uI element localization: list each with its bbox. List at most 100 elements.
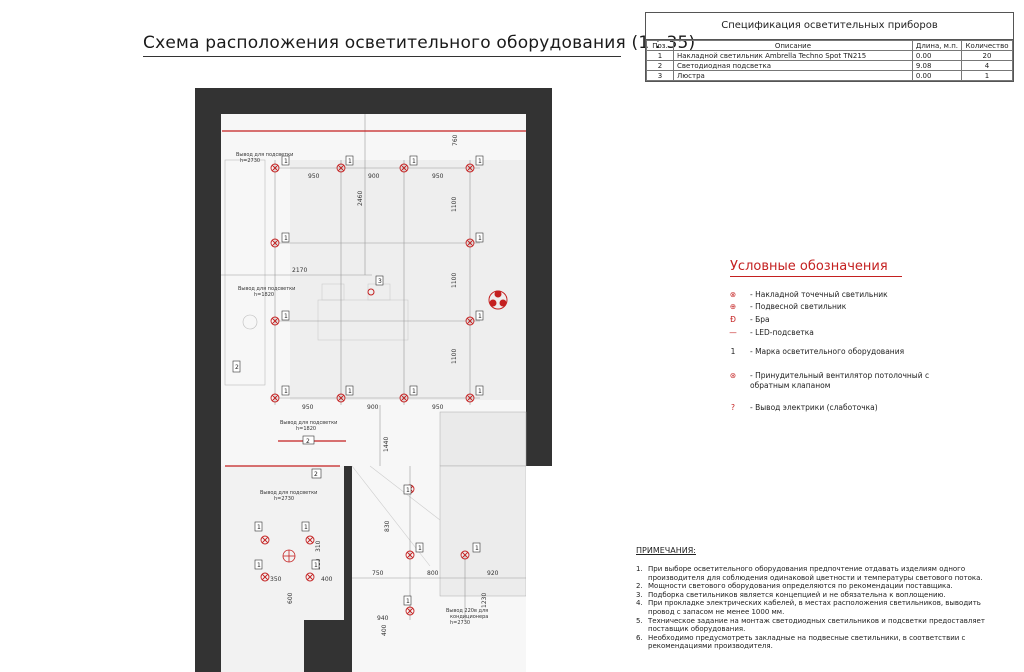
mark-label: 2 bbox=[306, 438, 310, 445]
dim-label: 760 bbox=[452, 134, 459, 146]
outlet-label: h=1820 bbox=[296, 426, 316, 432]
bath-wall bbox=[344, 466, 352, 626]
mark-label: 1 bbox=[412, 388, 416, 395]
legend-text: - Принудительный вентилятор потолочный с… bbox=[750, 371, 930, 390]
mark-label: 1 bbox=[412, 158, 416, 165]
spec-title: Спецификация осветительных приборов bbox=[646, 13, 1013, 40]
dim-label: 2460 bbox=[357, 191, 364, 206]
note-item: 4.При прокладке электрических кабелей, в… bbox=[636, 599, 981, 616]
mark-label: 2 bbox=[235, 364, 239, 371]
note-item: 6.Необходимо предусмотреть закладные на … bbox=[636, 633, 966, 651]
dim-label: 830 bbox=[384, 520, 391, 532]
dim-label: 1100 bbox=[451, 197, 458, 212]
spot-light-icon bbox=[336, 393, 346, 403]
mark-label: 2 bbox=[314, 471, 318, 478]
mark-label: 3 bbox=[378, 278, 382, 285]
dim-label: 950 bbox=[432, 404, 444, 411]
dim-label: 950 bbox=[308, 173, 320, 180]
mark-label: 1 bbox=[257, 524, 261, 531]
note-item: 5.Техническое задание на монтаж светодио… bbox=[636, 616, 985, 634]
fan-icon bbox=[282, 549, 296, 563]
dim-label: 950 bbox=[302, 404, 314, 411]
spec-cell: 1 bbox=[961, 70, 1013, 81]
spot-light-icon bbox=[405, 550, 415, 560]
legend-text: - Подвесной светильник bbox=[750, 302, 847, 311]
spec-row: 3 Люстра 0.00 1 bbox=[646, 70, 1013, 81]
bath-corner-wall bbox=[304, 620, 352, 672]
right-gap bbox=[526, 466, 552, 672]
spot-light-icon bbox=[270, 316, 280, 326]
outlet-label: h=2730 bbox=[450, 620, 470, 626]
outlet-label: Вывод для подсветки bbox=[280, 420, 337, 426]
outlet-label: Вывод для подсветки bbox=[236, 152, 293, 158]
spot-light-icon bbox=[460, 550, 470, 560]
spot-light-icon bbox=[465, 163, 475, 173]
fan-icon: ⊛ bbox=[729, 371, 737, 380]
outlet-label: Вывод 220в для bbox=[446, 608, 488, 614]
spot-light-icon bbox=[270, 393, 280, 403]
legend-text: - Бра bbox=[750, 315, 770, 324]
note-item: 3.Подборка светильников является концепц… bbox=[636, 590, 946, 599]
hall-tile bbox=[439, 411, 527, 467]
dim-label: 1100 bbox=[451, 273, 458, 288]
sconce-icon: Ð bbox=[730, 315, 736, 324]
dim-label: 800 bbox=[427, 570, 439, 577]
dim-label: 400 bbox=[321, 576, 333, 583]
mark-label: 1 bbox=[478, 235, 482, 242]
mark-icon: 1 bbox=[730, 347, 736, 356]
dim-label: 750 bbox=[372, 570, 384, 577]
note-item: 2.Мощности светового оборудования опреде… bbox=[636, 582, 953, 591]
spot-light-icon bbox=[305, 572, 315, 582]
mark-label: 1 bbox=[284, 388, 288, 395]
mark-label: 1 bbox=[478, 158, 482, 165]
legend-text: - Вывод электрики (слаботочка) bbox=[750, 403, 878, 412]
led-strip-icon: — bbox=[729, 328, 737, 337]
spot-light-icon bbox=[399, 163, 409, 173]
outlet-label: Вывод для подсветки bbox=[238, 286, 295, 292]
dim-label: 400 bbox=[381, 624, 388, 636]
dim-label: 940 bbox=[377, 615, 389, 622]
mark-label: 1 bbox=[418, 545, 422, 552]
mark-label: 1 bbox=[406, 598, 410, 605]
title-underline bbox=[143, 56, 621, 57]
spot-light-icon bbox=[270, 238, 280, 248]
mark-label: 1 bbox=[284, 235, 288, 242]
table-outline bbox=[317, 299, 409, 341]
chair-outline bbox=[321, 283, 345, 301]
dim-label: 1100 bbox=[451, 349, 458, 364]
mark-label: 1 bbox=[284, 313, 288, 320]
dim-label: 2170 bbox=[292, 267, 307, 274]
sink-outline bbox=[242, 314, 258, 330]
mark-label: 1 bbox=[478, 388, 482, 395]
spot-light-icon bbox=[405, 606, 415, 616]
outlet-label: Вывод для подсветки bbox=[260, 490, 317, 496]
spec-cell: 3 bbox=[646, 70, 674, 81]
kitchen-counter bbox=[224, 159, 266, 386]
wardrobe bbox=[439, 465, 527, 597]
outlet-label: h=2730 bbox=[274, 496, 294, 502]
spot-light-icon bbox=[465, 393, 475, 403]
spot-light-icon bbox=[336, 163, 346, 173]
dim-label: 310 bbox=[315, 540, 322, 552]
legend-text: - LED-подсветка bbox=[750, 328, 814, 337]
spot-light-icon bbox=[399, 393, 409, 403]
mark-label: 1 bbox=[314, 562, 318, 569]
legend-text: - Накладной точечный светильник bbox=[750, 290, 888, 299]
dim-label: 1230 bbox=[481, 593, 488, 608]
dim-label: 900 bbox=[367, 404, 379, 411]
legend-text: - Марка осветительного оборудования bbox=[750, 347, 905, 356]
spot-light-icon bbox=[465, 238, 475, 248]
pendant-light-icon: ⊕ bbox=[729, 302, 737, 311]
outlet-label: h=1820 bbox=[254, 292, 274, 298]
chandelier-icon bbox=[367, 288, 508, 310]
legend-title: Условные обозначения bbox=[730, 259, 888, 274]
spot-light-icon: ⊗ bbox=[729, 290, 737, 299]
dim-label: 1440 bbox=[383, 437, 390, 452]
mark-label: 1 bbox=[406, 487, 410, 494]
dim-label: 900 bbox=[368, 173, 380, 180]
spot-light-icon bbox=[270, 163, 280, 173]
spot-light-icon bbox=[305, 535, 315, 545]
dim-label: 920 bbox=[487, 570, 499, 577]
spec-header-row: Поз. Описание Длина, м.п. Количество bbox=[646, 40, 1013, 51]
